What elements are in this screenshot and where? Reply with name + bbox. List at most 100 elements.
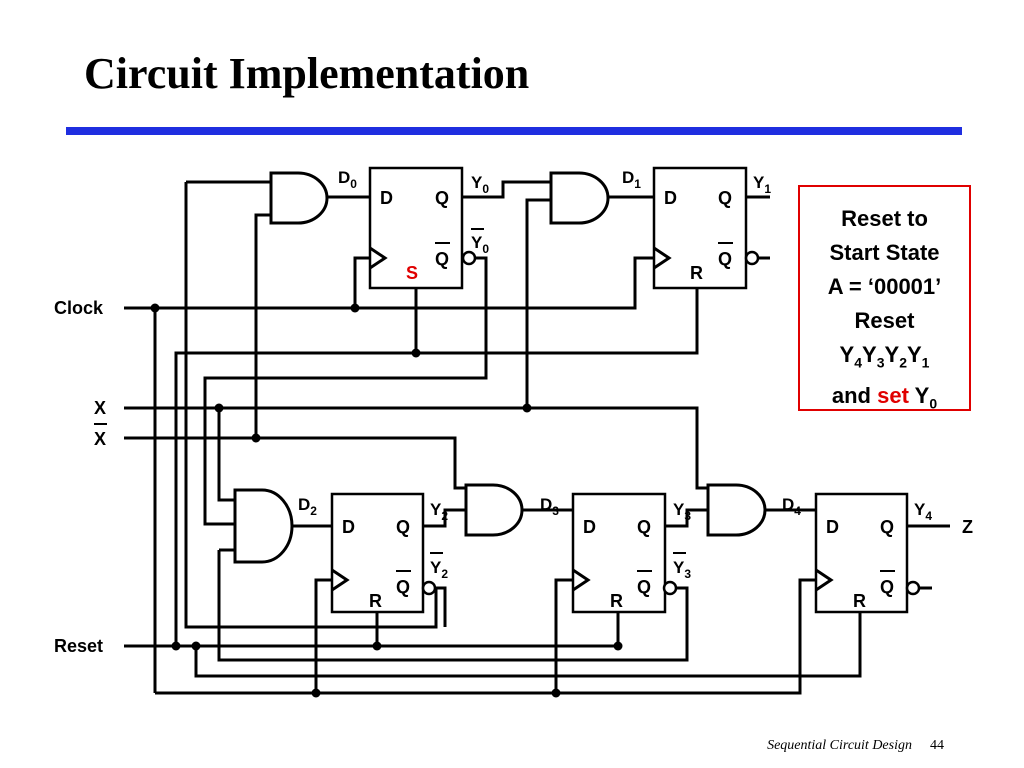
ff-reset-pin: R — [610, 591, 623, 611]
clock-triangle — [653, 246, 672, 270]
ff-reset-pin: R — [369, 591, 382, 611]
and-gate-d3 — [464, 483, 524, 537]
xbar-input-label: X — [94, 429, 106, 449]
junction-dot — [613, 641, 623, 651]
title-underline — [66, 127, 962, 135]
ff-qbar-pin: Q — [435, 249, 449, 269]
junction-dot — [171, 641, 181, 651]
and-gate-d1 — [549, 171, 610, 225]
ff-qbar-pin: Q — [718, 249, 732, 269]
d1-label: D1 — [622, 168, 641, 191]
y0-wire — [462, 180, 551, 199]
reset-note-box: Reset to Start State A = ‘00001’ Reset Y… — [798, 185, 971, 412]
y2-wire — [423, 508, 466, 528]
x-wire — [124, 406, 708, 490]
junction-dot — [191, 641, 201, 651]
x-to-gate2 — [217, 408, 235, 502]
and-gate-d2 — [233, 488, 294, 564]
clock-ff3-wire — [554, 578, 573, 693]
junction-dot — [251, 433, 261, 443]
flipflop-1: D Q Q R D1 Y1 — [622, 166, 771, 290]
gate0-feedback — [184, 182, 438, 629]
ff-q-pin: Q — [435, 188, 449, 208]
ff-d-pin: D — [380, 188, 393, 208]
d3-label: D3 — [540, 495, 559, 518]
note-line: Reset to — [841, 206, 928, 231]
ff-reset-pin: R — [853, 591, 866, 611]
clock-ff2-wire — [314, 578, 332, 693]
inversion-bubble — [662, 580, 678, 596]
reset-input-label: Reset — [54, 636, 103, 656]
xbar-to-gate0 — [254, 213, 271, 438]
and-gate-d0 — [269, 171, 329, 225]
y0bar-wire — [203, 256, 488, 526]
note-line: A = ‘00001’ — [827, 274, 942, 299]
wires — [124, 180, 950, 695]
y3bar-wire — [217, 550, 689, 662]
xbar-wire — [124, 436, 466, 490]
clock-triangle — [369, 246, 388, 270]
flipflop-body — [814, 492, 909, 614]
flipflop-body — [368, 166, 464, 290]
y2-label: Y2 — [430, 500, 448, 523]
ff-d-pin: D — [583, 517, 596, 537]
y0-label: Y0 — [471, 173, 489, 196]
y3bar-label: Y3 — [673, 558, 691, 581]
junctions — [150, 303, 623, 698]
y2bar-label: Y2 — [430, 558, 448, 581]
inversion-bubble — [744, 250, 760, 266]
ff-qbar-pin: Q — [880, 577, 894, 597]
flipflop-body — [571, 492, 667, 614]
inversion-bubble — [461, 250, 477, 266]
set-keyword: set — [877, 383, 909, 409]
x-input-label: X — [94, 398, 106, 418]
flipflop-2: D Q Q R D2 Y2 Y2 — [298, 492, 448, 614]
junction-dot — [372, 641, 382, 651]
footer-text: Sequential Circuit Design — [767, 738, 912, 753]
junction-dot — [551, 688, 561, 698]
clock-triangle — [572, 568, 591, 592]
ff-d-pin: D — [826, 517, 839, 537]
flipflop-body — [652, 166, 748, 290]
y3-label: Y3 — [673, 500, 691, 523]
ff-q-pin: Q — [396, 517, 410, 537]
flipflop-0: D Q Q S D0 Y0 Y0 — [338, 166, 489, 290]
slide-title: Circuit Implementation — [84, 49, 530, 98]
d0-label: D0 — [338, 168, 357, 191]
ff-set-pin: S — [406, 263, 418, 283]
ff-d-pin: D — [342, 517, 355, 537]
note-line: Start State — [829, 240, 940, 265]
flipflop-body — [330, 492, 425, 614]
junction-dot — [311, 688, 321, 698]
ff-q-pin: Q — [637, 517, 651, 537]
flipflop-3: D Q Q R D3 Y3 Y3 — [540, 492, 691, 614]
note-line: Reset — [854, 308, 915, 333]
clock-ff1-wire — [355, 256, 654, 310]
and-gate-d4 — [706, 483, 767, 537]
inversion-bubble — [421, 580, 437, 596]
d2-label: D2 — [298, 495, 317, 518]
junction-dot — [411, 348, 421, 358]
clock-triangle — [815, 568, 834, 592]
y0bar-label: Y0 — [471, 233, 489, 256]
junction-dot — [150, 303, 160, 313]
clock-wire — [124, 256, 370, 310]
clock-bottom-bus — [155, 578, 816, 695]
junction-dot — [522, 403, 532, 413]
d4-label: D4 — [782, 495, 801, 518]
note-y-terms: Y4Y3Y2Y1 — [839, 342, 930, 371]
y4-label: Y4 — [914, 500, 932, 523]
clock-input-label: Clock — [54, 298, 104, 318]
z-output-label: Z — [962, 517, 973, 537]
reset-ff4-wire — [194, 612, 862, 678]
reset-ff1-wire — [416, 288, 699, 355]
junction-dot — [214, 403, 224, 413]
ff-qbar-pin: Q — [637, 577, 651, 597]
y3-wire — [665, 508, 708, 528]
y1-label: Y1 — [753, 173, 771, 196]
ff-q-pin: Q — [718, 188, 732, 208]
ff-d-pin: D — [664, 188, 677, 208]
reset-bus-vertical — [174, 351, 416, 646]
